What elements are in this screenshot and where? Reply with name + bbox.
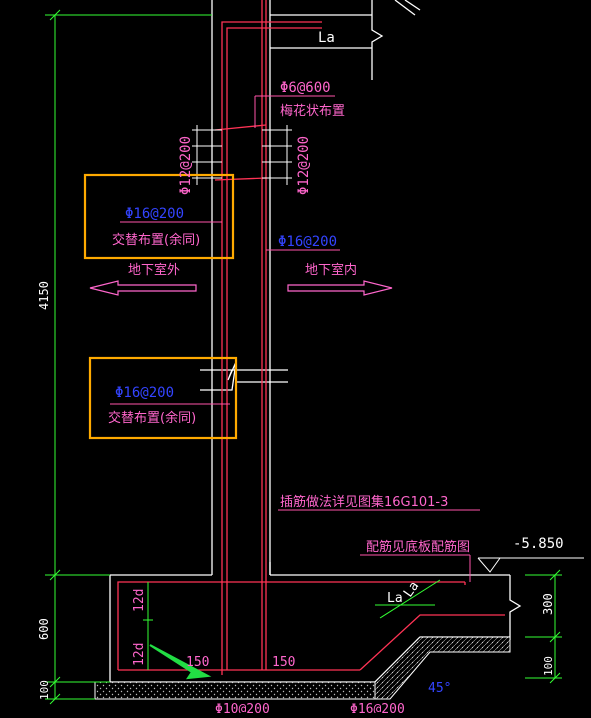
rebars bbox=[117, 0, 505, 675]
len-12d-upper-label: 12d bbox=[132, 589, 147, 612]
box1-spec-label: Φ16@200 bbox=[125, 206, 184, 222]
direction-arrows bbox=[89, 280, 393, 296]
dim-wall-height: 4150 bbox=[37, 281, 51, 310]
tie-spec-label: Φ6@600 bbox=[280, 80, 331, 96]
elevation-label: -5.850 bbox=[513, 536, 564, 552]
dim-footing-depth: 600 bbox=[37, 618, 51, 640]
outside-label: 地下室外 bbox=[128, 262, 180, 278]
box1-note-label: 交替布置(余同) bbox=[112, 232, 200, 248]
dim-slab-100: 100 bbox=[542, 656, 555, 676]
tie-note-label: 梅花状布置 bbox=[280, 103, 345, 119]
slope-cushion bbox=[374, 636, 511, 700]
tie-ticks bbox=[192, 125, 292, 185]
highlight-box-1 bbox=[83, 173, 235, 260]
angle-label: 45° bbox=[428, 681, 451, 696]
inner-spec-label: Φ16@200 bbox=[278, 234, 337, 250]
inside-label: 地下室内 bbox=[305, 262, 357, 278]
len-12d-lower-label: 12d bbox=[132, 643, 147, 666]
dimension-lines bbox=[45, 9, 562, 705]
dim-slab-300: 300 bbox=[541, 593, 555, 615]
la-top-label: La bbox=[318, 30, 335, 46]
dim-cushion: 100 bbox=[38, 680, 51, 700]
highlight-box-2 bbox=[88, 356, 238, 440]
anchor-note-label: 插筋做法详见图集16G101-3 bbox=[280, 494, 448, 510]
la-lower-left-label: La bbox=[387, 591, 403, 606]
cover-right-label: 150 bbox=[272, 655, 295, 670]
cover-left-label: 150 bbox=[186, 655, 209, 670]
cushion-layer bbox=[94, 681, 376, 700]
box2-note-label: 交替布置(余同) bbox=[108, 410, 196, 426]
box2-spec-label: Φ16@200 bbox=[115, 385, 174, 401]
elevation-marker bbox=[477, 557, 584, 573]
wall-outline bbox=[109, 0, 522, 683]
bottom-spec-right-label: Φ16@200 bbox=[350, 702, 405, 713]
la-lower-right-label: La bbox=[401, 579, 422, 600]
vert-left-spec-label: Φ12@200 bbox=[178, 136, 194, 195]
bottom-spec-left-label: Φ10@200 bbox=[215, 702, 270, 713]
vert-right-spec-label: Φ12@200 bbox=[296, 136, 312, 195]
pointer-arrow bbox=[149, 644, 212, 680]
leader-lines bbox=[110, 95, 480, 582]
slab-note-label: 配筋见底板配筋图 bbox=[366, 539, 470, 555]
